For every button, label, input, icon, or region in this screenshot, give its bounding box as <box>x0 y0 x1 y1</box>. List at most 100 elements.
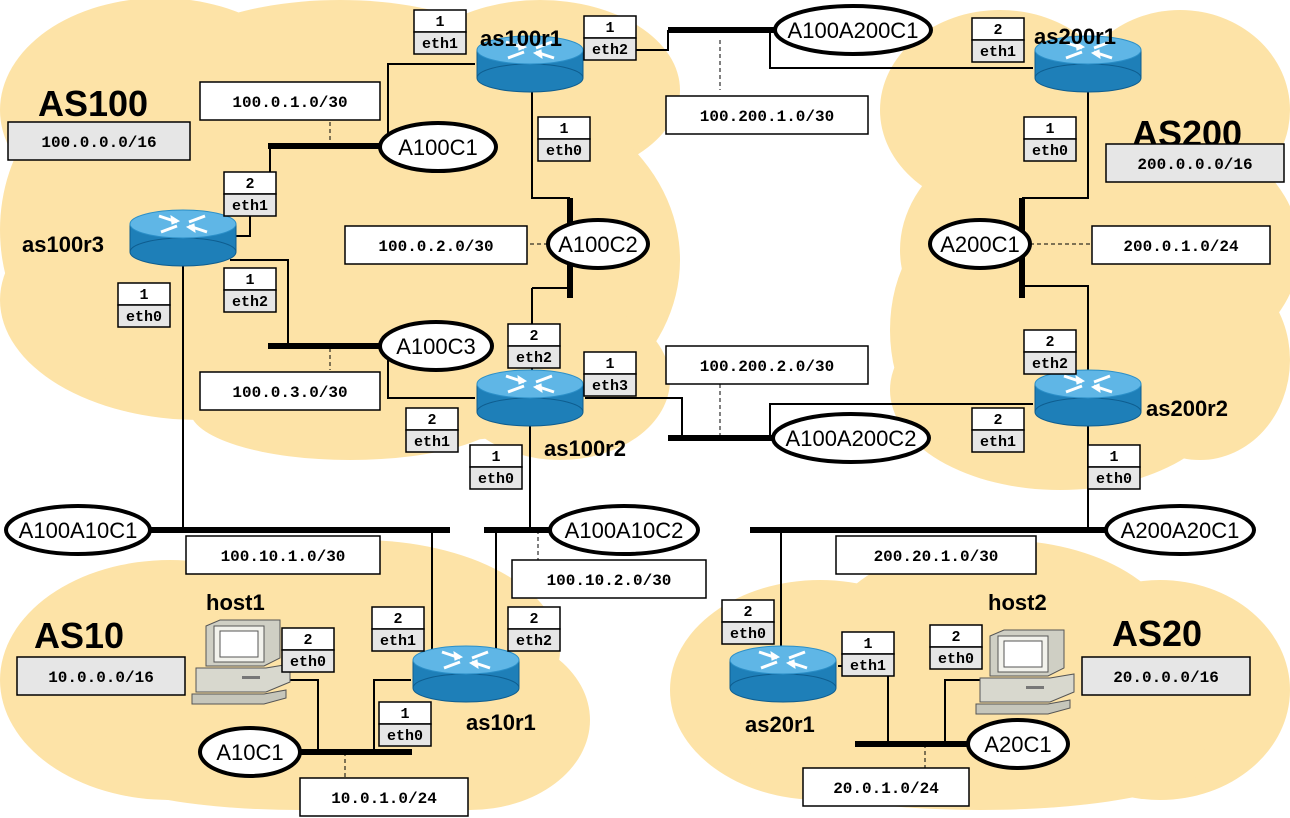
subnet-label: 200.20.1.0/30 <box>874 548 999 566</box>
collision-domain-label: A100A10C1 <box>19 518 138 543</box>
subnet-box <box>199 371 381 411</box>
interface-name: eth0 <box>387 728 423 745</box>
interface-name: eth0 <box>1032 143 1068 160</box>
interface-name: eth0 <box>938 651 974 668</box>
interface-label: 2 eth2 <box>507 323 561 369</box>
interface-number: 1 <box>559 121 568 138</box>
collision-domain-ellipse <box>198 726 302 778</box>
interface-number: 2 <box>743 604 752 621</box>
as-title: AS100 <box>38 83 148 124</box>
interface-name: eth2 <box>232 294 268 311</box>
interface-name-box <box>971 39 1025 63</box>
collision-domain-label: A100C1 <box>398 135 478 160</box>
collision-domain-ellipse <box>546 218 650 270</box>
interface-name-box <box>405 429 459 453</box>
collision-domain-ellipse <box>928 218 1032 270</box>
subnet-box <box>185 535 381 575</box>
interface-label: 2 eth1 <box>405 407 459 453</box>
interface-name-box <box>378 723 432 747</box>
router-label: as20r1 <box>745 712 815 737</box>
interface-name: eth1 <box>980 44 1016 61</box>
interface-name: eth0 <box>1096 471 1132 488</box>
collision-domain-ellipse <box>1104 504 1256 556</box>
interface-name-box <box>413 31 467 55</box>
subnet-label: 100.200.2.0/30 <box>700 358 834 376</box>
subnet-label: 10.0.1.0/24 <box>331 790 437 808</box>
interface-number: 2 <box>393 611 402 628</box>
interface-number: 2 <box>427 412 436 429</box>
collision-domain-label: A100A200C2 <box>786 426 917 451</box>
subnet-box <box>511 559 707 599</box>
subnet-label: 200.0.1.0/24 <box>1123 238 1239 256</box>
interface-number: 2 <box>993 22 1002 39</box>
interface-label: 2 eth0 <box>281 627 335 673</box>
interface-name: eth2 <box>516 350 552 367</box>
as-title: AS20 <box>1112 613 1202 654</box>
interface-name-box <box>1023 138 1077 162</box>
as-prefix-box <box>16 656 186 696</box>
interface-number: 1 <box>1045 121 1054 138</box>
interface-number: 1 <box>1109 449 1118 466</box>
as-prefix-box <box>1081 656 1251 696</box>
interface-name: eth2 <box>592 42 628 59</box>
interface-number: 2 <box>245 176 254 193</box>
collision-domain-label: A100A10C2 <box>565 518 684 543</box>
subnet-box <box>1091 225 1271 265</box>
interface-name: eth0 <box>290 654 326 671</box>
interface-name-box <box>721 621 775 645</box>
collision-domain-ellipse <box>548 504 700 556</box>
as-title: AS10 <box>34 615 124 656</box>
subnet-box <box>665 95 869 135</box>
interface-number: 1 <box>435 14 444 31</box>
collision-domain-label: A100A200C1 <box>788 18 919 43</box>
subnet-box <box>802 767 970 807</box>
interface-name-box <box>583 373 637 397</box>
interface-name-box <box>583 37 637 61</box>
interface-name-box <box>841 653 895 677</box>
interface-label: 1 eth1 <box>413 9 467 55</box>
subnet-label: 20.0.1.0/24 <box>833 780 939 798</box>
interface-number: 2 <box>303 632 312 649</box>
interface-name: eth1 <box>422 36 458 53</box>
interface-name: eth0 <box>478 471 514 488</box>
as-prefix: 100.0.0.0/16 <box>41 134 156 152</box>
interface-label: 2 eth2 <box>1023 329 1077 375</box>
collision-domain-label: A100C3 <box>396 334 476 359</box>
subnet-box <box>299 777 469 817</box>
router-as10r1-icon <box>411 644 521 704</box>
interface-number: 2 <box>1045 334 1054 351</box>
interface-name: eth1 <box>414 434 450 451</box>
interface-name: eth2 <box>1032 356 1068 373</box>
subnet-label: 100.0.1.0/30 <box>232 94 347 112</box>
host-label: host2 <box>988 590 1047 615</box>
collision-buses <box>148 27 1110 755</box>
router-label: as100r3 <box>22 232 104 257</box>
interface-number: 2 <box>951 629 960 646</box>
interface-name: eth1 <box>380 633 416 650</box>
as-prefix: 20.0.0.0/16 <box>1113 669 1219 687</box>
interface-name: eth3 <box>592 378 628 395</box>
router-label: as200r1 <box>1034 24 1116 49</box>
interface-number: 2 <box>529 328 538 345</box>
collision-domain-label: A200C1 <box>940 232 1020 257</box>
interface-name-box <box>281 649 335 673</box>
host-label: host1 <box>206 590 265 615</box>
interface-name-box <box>1087 466 1141 490</box>
interface-number: 2 <box>529 611 538 628</box>
collision-domain-ellipse <box>773 4 933 56</box>
router-as200r2-icon <box>1033 368 1143 428</box>
collision-domain-label: A10C1 <box>216 740 283 765</box>
interface-name-box <box>223 193 277 217</box>
interface-number: 1 <box>491 449 500 466</box>
interface-number: 1 <box>139 287 148 304</box>
interface-label: 2 eth1 <box>971 17 1025 63</box>
subnet-leaders <box>329 40 1092 778</box>
